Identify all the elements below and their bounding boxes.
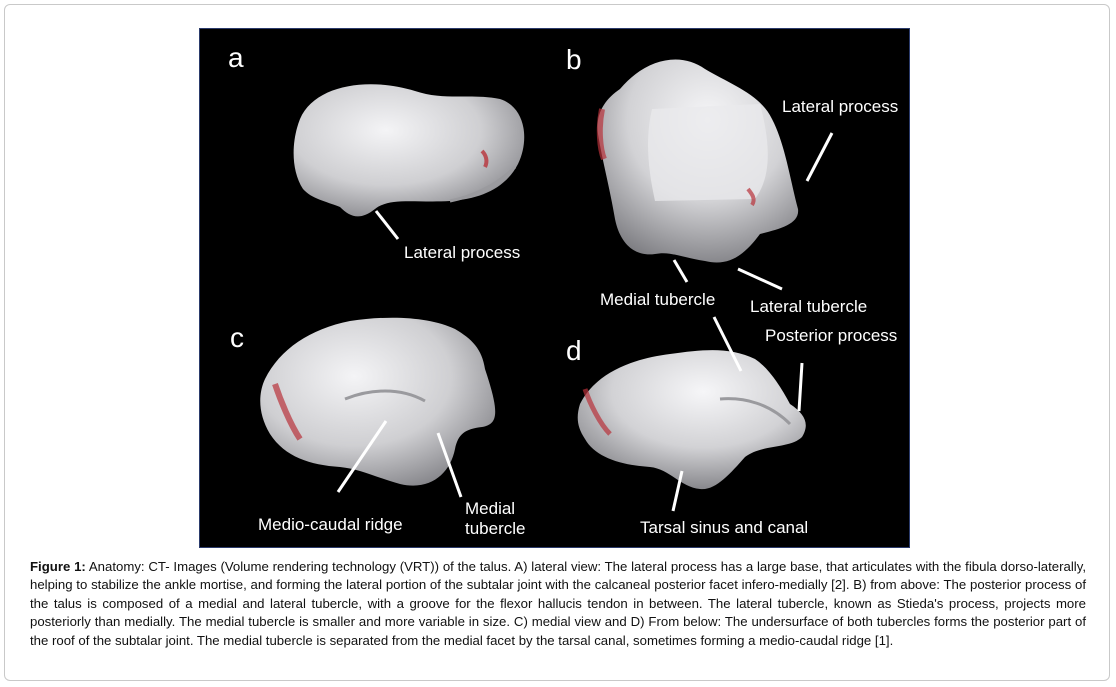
talus-superior-view	[596, 59, 834, 291]
label-a-lateral-process: Lateral process	[404, 243, 521, 262]
ct-figure-image: a b c d Lateral process Lateral process …	[199, 28, 910, 548]
talus-inferior-view	[577, 316, 806, 512]
label-b-lateral-process: Lateral process	[782, 97, 899, 116]
talus-renderings	[260, 59, 834, 512]
caption-label: Figure 1:	[30, 559, 86, 574]
label-c-medio-caudal-ridge: Medio-caudal ridge	[258, 515, 403, 534]
panel-letter-a: a	[228, 42, 244, 73]
label-d-tarsal-sinus: Tarsal sinus and canal	[640, 518, 809, 537]
panel-letter-d: d	[566, 335, 582, 366]
label-d-posterior-process: Posterior process	[765, 326, 898, 345]
talus-medial-view	[260, 317, 496, 498]
label-c-tubercle: tubercle	[465, 519, 526, 538]
label-c-medial: Medial	[465, 499, 516, 518]
panel-letter-b: b	[566, 44, 582, 75]
caption-text: Anatomy: CT- Images (Volume rendering te…	[30, 559, 1087, 648]
figure-caption: Figure 1: Anatomy: CT- Images (Volume re…	[30, 558, 1086, 650]
panel-letter-c: c	[230, 322, 244, 353]
label-b-lateral-tubercle: Lateral tubercle	[750, 297, 868, 316]
label-b-medial-tubercle: Medial tubercle	[600, 290, 716, 309]
talus-lateral-view	[293, 84, 525, 240]
